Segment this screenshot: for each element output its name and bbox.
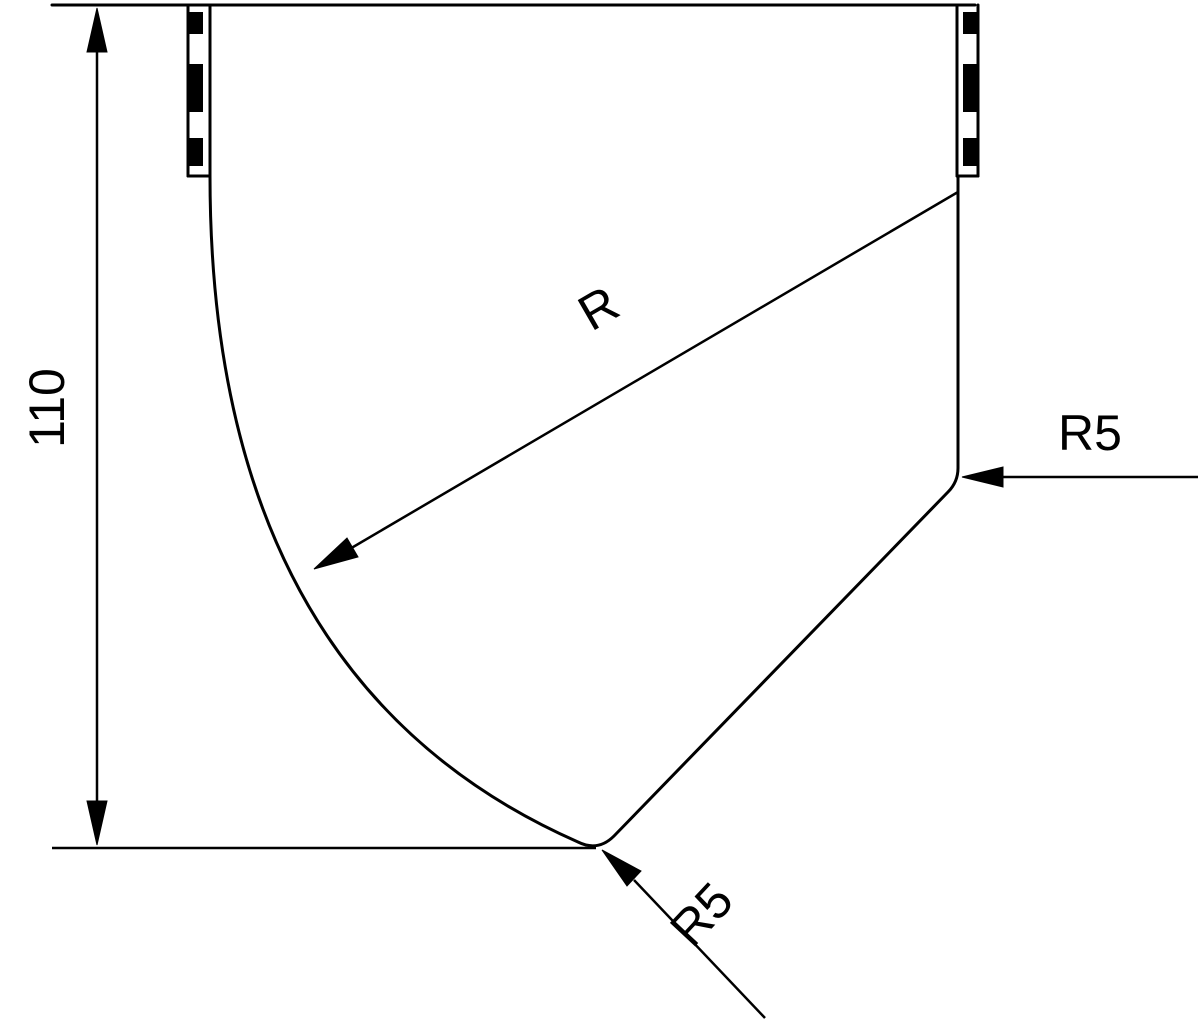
right-connector-flange xyxy=(955,3,980,178)
height-dimension-label: 110 xyxy=(19,368,75,448)
height-dimension xyxy=(52,3,596,850)
corner-radius-bottom-label: R5 xyxy=(659,872,744,957)
left-connector-flange xyxy=(186,3,212,178)
corner-radius-right-leader xyxy=(961,466,1198,488)
part-outline xyxy=(208,174,960,848)
corner-radius-bottom-leader xyxy=(601,849,766,1019)
corner-radius-right-label: R5 xyxy=(1058,405,1122,461)
radius-label: R xyxy=(569,275,628,342)
radius-leader xyxy=(313,190,959,570)
